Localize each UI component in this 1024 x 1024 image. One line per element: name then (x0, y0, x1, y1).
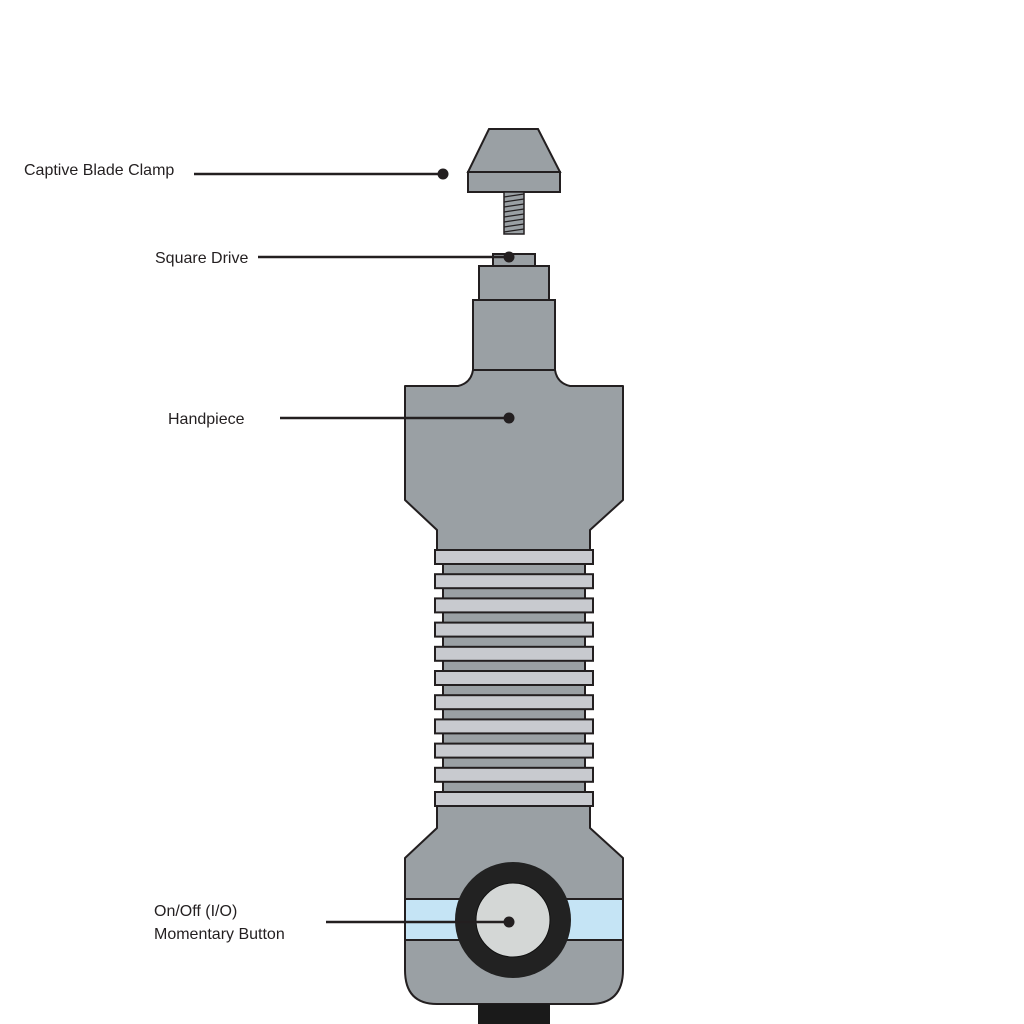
cable-icon (478, 1004, 550, 1024)
grip-ring (434, 549, 594, 565)
label-handpiece: Handpiece (168, 411, 245, 428)
grip-ring (434, 645, 594, 662)
lower-shaft (472, 299, 556, 371)
label-button-line2: Momentary Button (154, 926, 285, 943)
handpiece-body-icon (404, 369, 624, 1005)
grip-ring (434, 597, 594, 614)
label-square-drive: Square Drive (155, 250, 248, 267)
grip-ring (434, 766, 594, 783)
blade-clamp-icon (466, 128, 562, 235)
grip-rings (434, 549, 594, 807)
grip-ring (434, 573, 594, 590)
upper-shaft (478, 265, 550, 301)
grip-ring (434, 718, 594, 735)
grip-ring (434, 694, 594, 711)
screw-threads (503, 193, 525, 233)
clamp-head (466, 128, 562, 173)
label-button-line1: On/Off (I/O) (154, 903, 237, 920)
grip-ring (434, 670, 594, 686)
square-drive-icon (472, 253, 556, 371)
grip-ring (434, 791, 594, 807)
callout-dot-handpiece (503, 412, 515, 424)
callout-dot-button (503, 916, 515, 928)
callout-lines (194, 168, 515, 928)
label-blade-clamp: Captive Blade Clamp (24, 162, 174, 179)
clamp-screw (503, 191, 525, 235)
grip-ring (434, 621, 594, 638)
clamp-base (467, 171, 561, 193)
handpiece-top (404, 369, 624, 553)
callout-dot-blade-clamp (437, 168, 449, 180)
callout-dot-square-drive (503, 251, 515, 263)
grip-ring (434, 742, 594, 759)
